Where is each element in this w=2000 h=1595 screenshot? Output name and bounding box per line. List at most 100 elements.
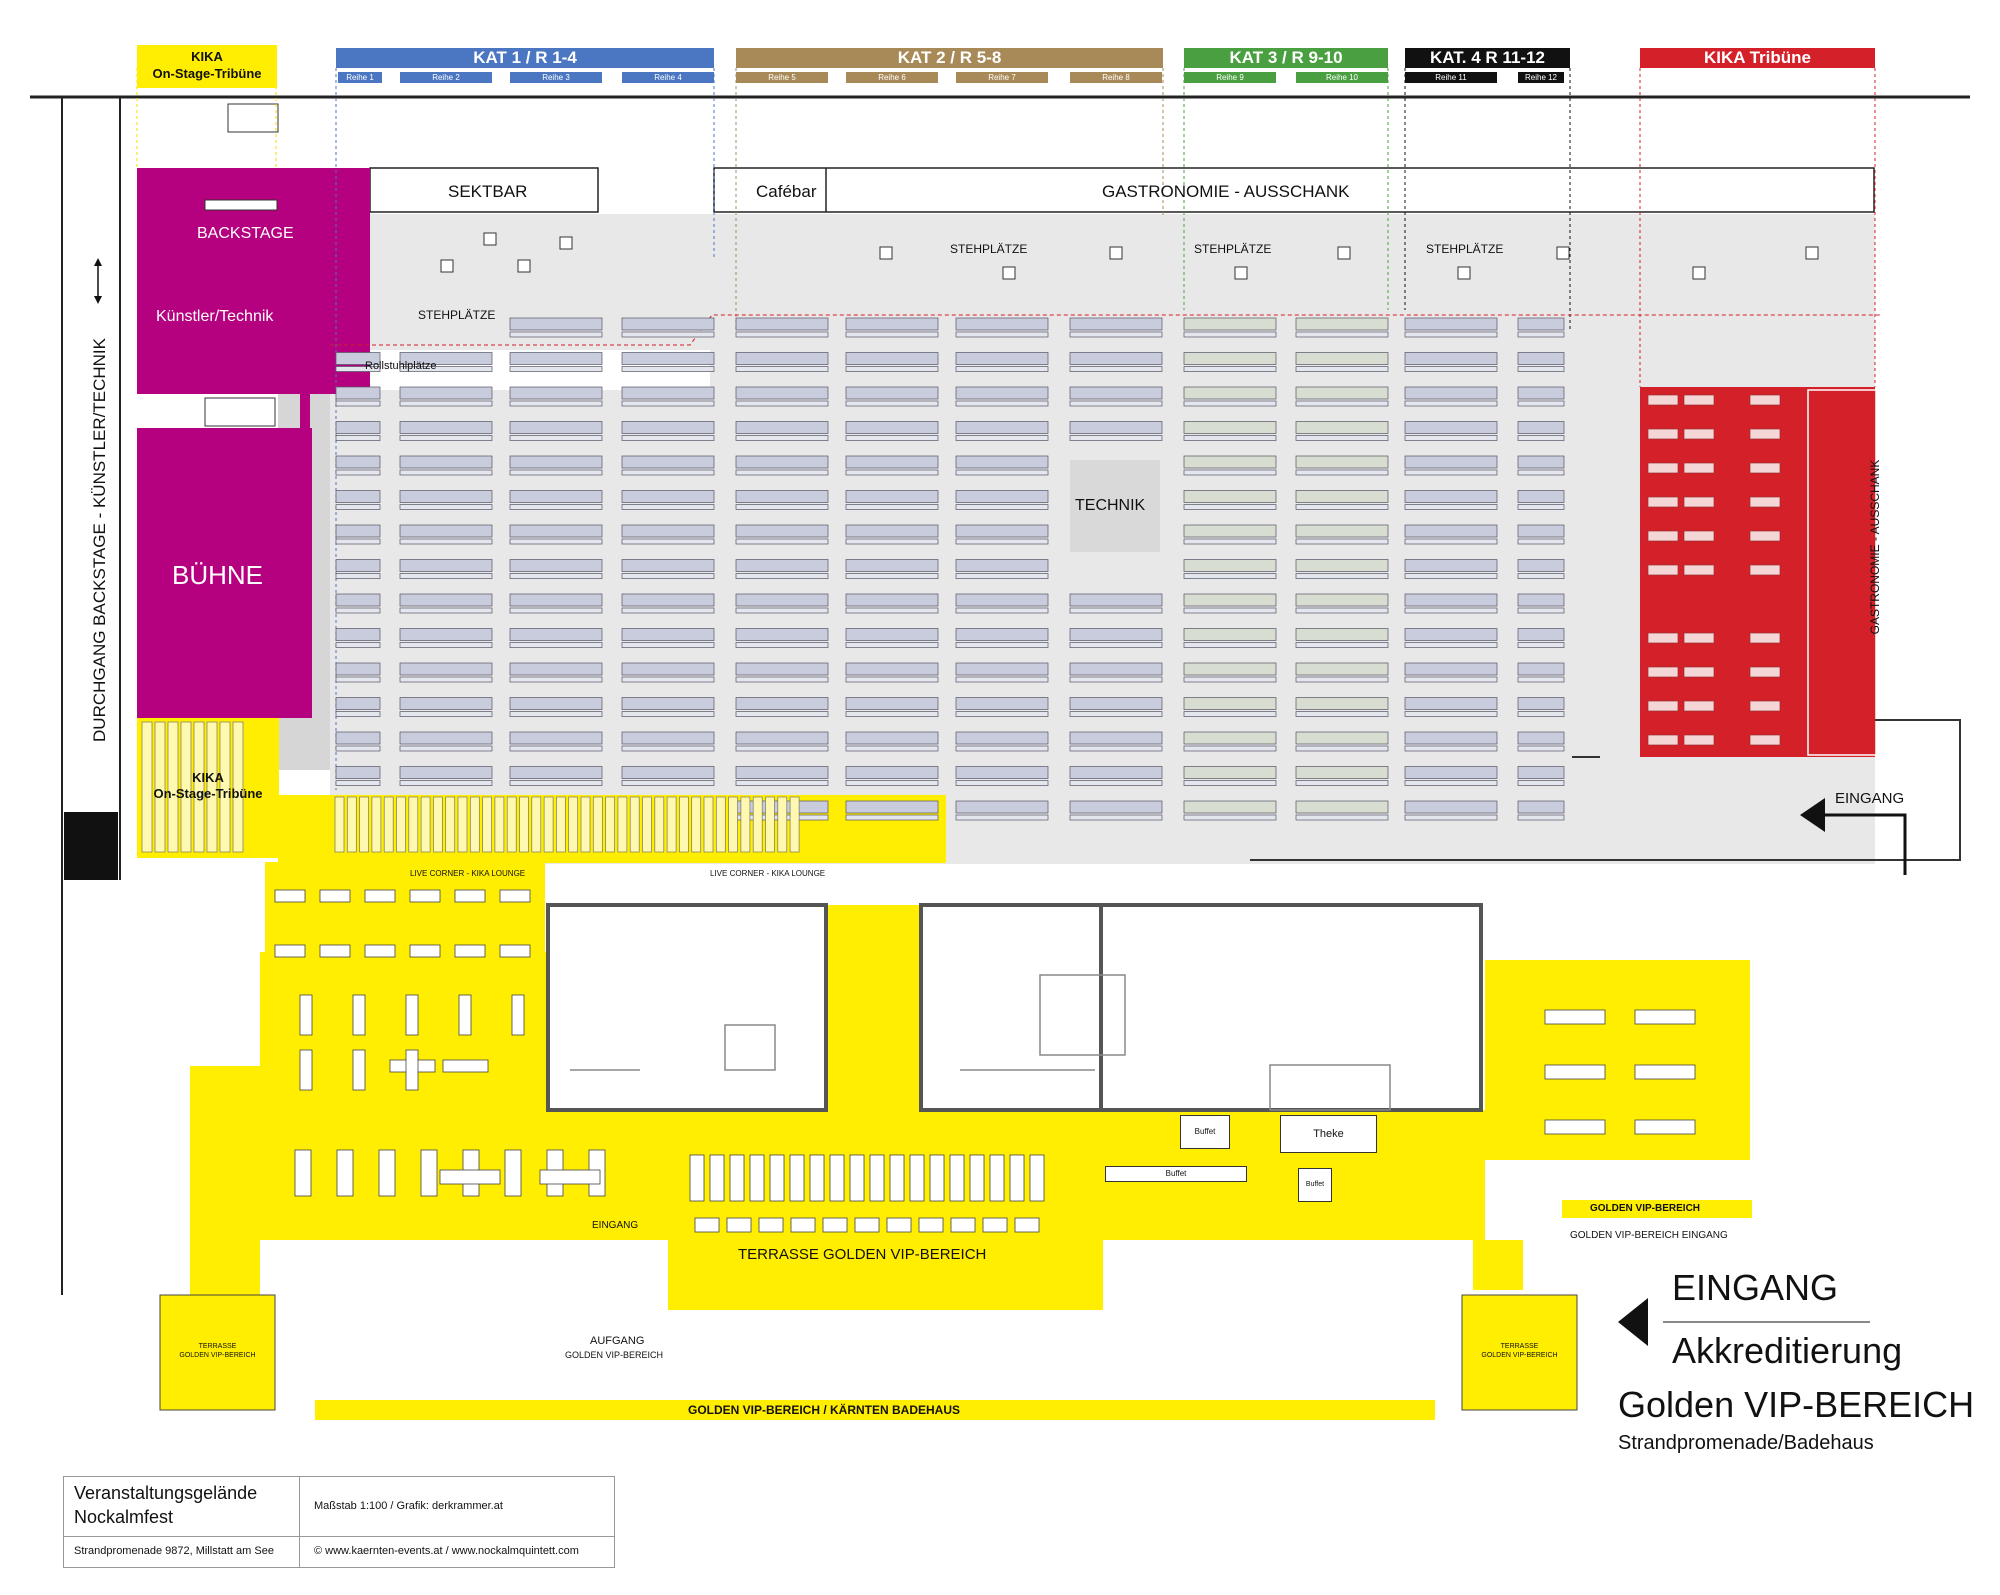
bench (399, 745, 493, 752)
bench (568, 796, 579, 853)
bench (1517, 504, 1565, 510)
vip-table (789, 1154, 805, 1202)
bench (621, 559, 715, 572)
bench (1069, 697, 1163, 710)
bench (621, 711, 715, 717)
bench (735, 628, 829, 641)
bench (740, 796, 751, 853)
bench (955, 490, 1049, 503)
bench (1404, 524, 1498, 538)
bench (845, 400, 939, 407)
bench (621, 676, 715, 683)
bench (509, 317, 603, 331)
bench (735, 676, 829, 683)
bench (1517, 490, 1565, 503)
bench (845, 469, 939, 476)
kuenstler-label: Künstler/Technik (156, 308, 274, 325)
bench (509, 745, 603, 752)
kika-stage-bottom-line2: On-Stage-Tribüne (153, 786, 263, 801)
bench (845, 662, 939, 676)
bench (735, 331, 829, 338)
bench (1517, 628, 1565, 641)
bench (509, 711, 603, 717)
bench (845, 455, 939, 469)
terrasse-corner-right-line1: TERRASSE (1500, 1343, 1539, 1350)
bench (1295, 455, 1389, 469)
reihe-2: Reihe 2 (400, 72, 492, 83)
kat1-header: KAT 1 / R 1-4 (336, 48, 714, 68)
bench (1517, 400, 1565, 407)
bench (1404, 731, 1498, 745)
bench (396, 796, 406, 853)
bench (1404, 814, 1498, 821)
bench (531, 796, 542, 853)
vip-table (352, 994, 366, 1036)
bench (509, 766, 603, 779)
bench (1749, 428, 1781, 440)
bench (735, 435, 829, 441)
reihe-7: Reihe 7 (956, 72, 1048, 83)
bench (1295, 766, 1389, 779)
bench (1517, 435, 1565, 441)
footer-box: Veranstaltungsgelände Nockalmfest Maßsta… (63, 1476, 615, 1568)
terrasse-corner-left-label: TERRASSE GOLDEN VIP-BEREICH (160, 1342, 275, 1360)
bench (399, 593, 493, 607)
kat2-header: KAT 2 / R 5-8 (736, 48, 1163, 68)
bench (955, 780, 1049, 786)
bench (335, 386, 381, 400)
bench (1183, 766, 1277, 779)
bench (629, 796, 640, 853)
bench (335, 490, 381, 503)
bench (482, 796, 492, 853)
bench (735, 400, 829, 407)
bench (1183, 455, 1277, 469)
bench (1069, 435, 1163, 441)
bench (735, 352, 829, 365)
bench (509, 455, 603, 469)
golden-vip-label: GOLDEN VIP-BEREICH (1590, 1203, 1701, 1214)
bench (735, 366, 829, 372)
bench (1517, 780, 1565, 786)
bench (1183, 697, 1277, 710)
bench (399, 711, 493, 717)
vip-table (1014, 1217, 1040, 1233)
bench (1295, 780, 1389, 786)
bench (1183, 435, 1277, 441)
bench (509, 400, 603, 407)
bench (735, 711, 829, 717)
bench (1183, 642, 1277, 648)
vip-table (409, 944, 441, 958)
bench (1517, 421, 1565, 434)
bench (1183, 400, 1277, 407)
bench (1183, 352, 1277, 365)
bench (335, 400, 381, 407)
bench (1295, 676, 1389, 683)
reihe-9: Reihe 9 (1184, 72, 1276, 83)
bench (955, 676, 1049, 683)
bench (1183, 386, 1277, 400)
bench (845, 607, 939, 614)
vip-table (378, 1149, 396, 1197)
bench (335, 524, 381, 538)
bench (715, 796, 726, 853)
bench (1069, 745, 1163, 752)
bench (1517, 642, 1565, 648)
bench (335, 559, 381, 572)
bench (1069, 628, 1163, 641)
bench (509, 386, 603, 400)
bench (399, 421, 493, 434)
bench (509, 504, 603, 510)
vip-table (1634, 1119, 1696, 1135)
bench (1295, 317, 1389, 331)
bench (1069, 607, 1163, 614)
vip-table (299, 1049, 313, 1091)
bench (845, 676, 939, 683)
bench (1404, 504, 1498, 510)
bench (1295, 697, 1389, 710)
bench (955, 559, 1049, 572)
kat4-header: KAT. 4 R 11-12 (1405, 48, 1570, 68)
vip-right-leg (1473, 1240, 1523, 1290)
bench (845, 642, 939, 648)
vip-table (364, 944, 396, 958)
bench (1183, 607, 1277, 614)
